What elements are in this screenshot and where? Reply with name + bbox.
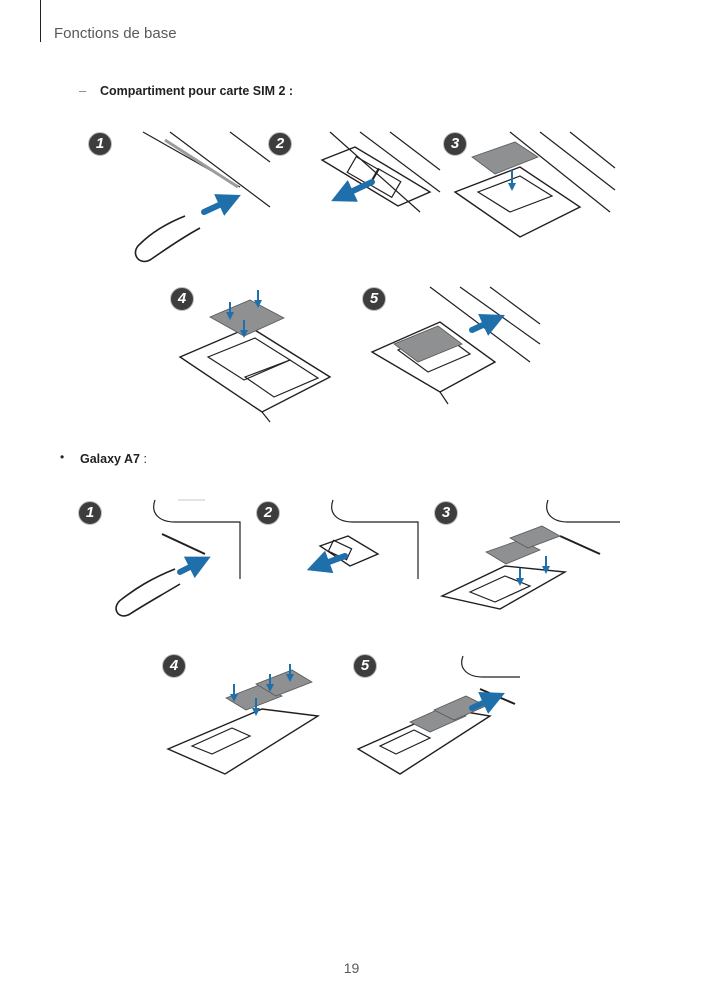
step-badge-2: 2 <box>256 501 280 525</box>
step-badge-5: 5 <box>362 287 386 311</box>
subsection-bullet: – <box>79 83 87 98</box>
galaxy-a7-figure: 1 2 3 4 5 <box>0 484 703 814</box>
page-number: 19 <box>343 960 360 976</box>
step-badge-2: 2 <box>268 132 292 156</box>
step-badge-1: 1 <box>88 132 112 156</box>
section-suffix: : <box>140 452 147 466</box>
step-badge-5: 5 <box>353 654 377 678</box>
step-badge-3: 3 <box>443 132 467 156</box>
model-name: Galaxy A7 <box>80 452 140 466</box>
page-header: Fonctions de base <box>54 25 177 42</box>
header-rule <box>40 0 41 42</box>
step-badge-3: 3 <box>434 501 458 525</box>
sim2-tray-figure: 1 2 3 4 5 <box>0 112 703 442</box>
step-badge-4: 4 <box>170 287 194 311</box>
section-title: Galaxy A7 : <box>80 452 147 466</box>
step-badge-4: 4 <box>162 654 186 678</box>
subsection-title: Compartiment pour carte SIM 2 : <box>100 84 294 98</box>
sim2-illustration <box>134 131 616 423</box>
step-badge-1: 1 <box>78 501 102 525</box>
galaxy-a7-illustration <box>115 499 620 775</box>
section-bullet: • <box>60 450 65 464</box>
